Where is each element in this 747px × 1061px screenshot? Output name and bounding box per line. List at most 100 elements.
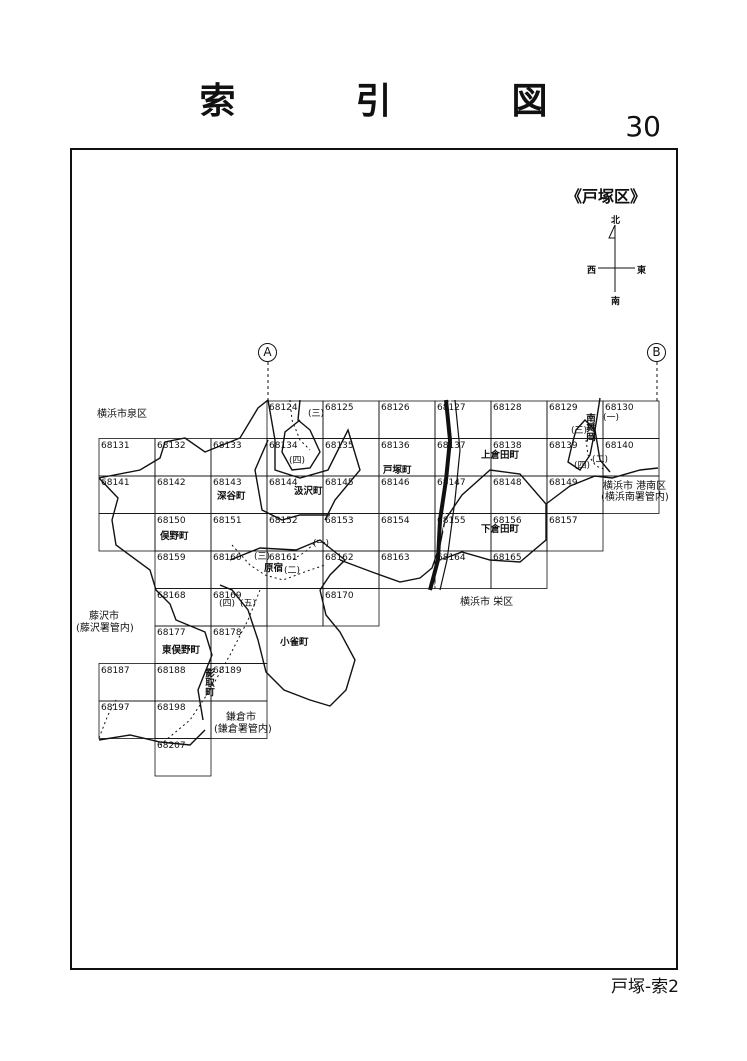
- sheet-label: 68156: [493, 515, 522, 526]
- sheet-label: 68178: [213, 628, 242, 638]
- sheet-label: 68148: [493, 478, 522, 488]
- compass-south-label: 南: [611, 297, 621, 307]
- sheet-label: 68131: [101, 440, 130, 451]
- railway: [428, 399, 461, 591]
- compass-north-label: 北: [611, 216, 621, 226]
- sheet-label: 68132: [157, 440, 186, 451]
- sheet-label: 68145: [325, 478, 354, 488]
- sheet-label: 68140: [605, 440, 634, 451]
- sheet-label: 68160: [213, 553, 242, 563]
- sheet-label: 68133: [213, 440, 242, 451]
- map-frame: [70, 148, 678, 970]
- sheet-cell: [266, 588, 324, 627]
- place-shimokurata: 下倉田町: [481, 524, 520, 535]
- sheet-label: 68164: [437, 553, 466, 563]
- subdivision-two-b: (二): [284, 566, 301, 576]
- sheet-label: 68189: [213, 665, 242, 676]
- page-footer: 戸塚-索2: [611, 977, 679, 997]
- sheet-label: 68126: [381, 403, 410, 413]
- sheet-cell: [490, 550, 548, 589]
- sheet-label: 68135: [325, 440, 354, 451]
- sheet-label: 68130: [605, 403, 634, 413]
- sheet-label: 68138: [493, 440, 522, 451]
- sheet-label: 68141: [101, 478, 130, 488]
- area-sakae: 横浜市 栄区: [460, 597, 514, 608]
- page-title: 索 引 図: [199, 81, 590, 122]
- area-izumi: 横浜市泉区: [97, 409, 147, 420]
- subdivision-three-c: (三): [254, 552, 271, 562]
- subdivision-lines: [98, 399, 607, 746]
- sheet-label: 68127: [437, 403, 466, 413]
- page-number: 30: [625, 110, 661, 143]
- subdivision-four-c: (四): [219, 599, 236, 609]
- sheet-label: 68168: [157, 590, 186, 601]
- sheet-label: 68165: [493, 553, 522, 563]
- sheet-label: 68137: [437, 440, 466, 451]
- subdivision-one-b: (一): [313, 539, 330, 549]
- sheet-label: 68147: [437, 478, 466, 488]
- sheet-label: 68146: [381, 478, 410, 488]
- sheet-cell: [154, 738, 212, 777]
- place-higashimatano: 東俣野町: [162, 645, 201, 656]
- sheet-label: 68197: [101, 703, 130, 713]
- area-fujisawa-line-1: 藤沢市: [89, 611, 119, 622]
- area-konan-line-2: (横浜南署管内): [601, 492, 669, 503]
- place-matano: 俣野町: [160, 531, 189, 542]
- marker-a: A: [258, 343, 277, 362]
- area-kamakura-line-1: 鎌倉市: [226, 712, 256, 723]
- sheet-label: 68128: [493, 403, 522, 413]
- place-kosuzume: 小雀町: [280, 637, 309, 648]
- sheet-label: 68125: [325, 403, 354, 413]
- sheet-label: 68155: [437, 515, 466, 526]
- area-fujisawa-line-2: (藤沢署管内): [76, 623, 134, 634]
- area-konan-line-1: 横浜市 港南区: [603, 481, 667, 492]
- subdivision-five: (五): [240, 599, 257, 609]
- sheet-label: 68139: [549, 440, 578, 451]
- sheet-cell: [602, 475, 660, 514]
- place-kyuzawa: 汲沢町: [294, 486, 323, 497]
- sheet-label: 68150: [157, 515, 186, 526]
- sheet-label: 68207: [157, 740, 186, 751]
- compass-rose: [598, 224, 635, 292]
- subdivision-three-b: (三): [571, 426, 588, 436]
- subdivision-four-a: (四): [289, 456, 306, 466]
- sheet-label: 68161: [269, 553, 298, 563]
- sheet-label: 68149: [549, 478, 578, 488]
- sheet-label: 68159: [157, 553, 186, 563]
- sheet-label: 68163: [381, 553, 410, 563]
- sheet-label: 68187: [101, 665, 130, 676]
- sheet-cell: [98, 513, 156, 552]
- subdivision-four-b: (四): [574, 461, 591, 471]
- sheet-label: 68144: [269, 478, 298, 488]
- sheet-cell: [210, 700, 268, 739]
- compass-east-label: 東: [637, 266, 647, 276]
- sheet-label: 68153: [325, 515, 354, 526]
- area-kamakura-line-2: (鎌倉署管内): [214, 724, 272, 735]
- place-kamikurata: 上倉田町: [481, 450, 520, 461]
- subdivision-three-a: (三): [308, 409, 325, 419]
- sheet-label: 68198: [157, 703, 186, 713]
- sheet-label: 68154: [381, 515, 410, 526]
- place-totsuka: 戸塚町: [383, 465, 412, 476]
- sheet-label: 68142: [157, 478, 186, 488]
- sheet-label: 68152: [269, 515, 298, 526]
- sheet-label: 68143: [213, 478, 242, 488]
- sheet-label: 68129: [549, 403, 578, 413]
- place-harajuku: 原宿: [264, 563, 284, 574]
- subdivision-two-a: (二): [592, 455, 609, 465]
- sheet-label: 68170: [325, 590, 354, 601]
- sheet-label: 68151: [213, 515, 242, 526]
- sheet-label: 68162: [325, 553, 354, 563]
- place-minamimaioka: 南舞岡: [584, 413, 595, 442]
- sheet-cell: [546, 513, 604, 552]
- subdivision-one-a: (一): [603, 413, 620, 423]
- marker-b: B: [647, 343, 666, 362]
- place-kagetori: 影取町: [203, 668, 214, 697]
- ward-label: 《戸塚区》: [566, 187, 647, 206]
- sheet-label: 68169: [213, 590, 242, 601]
- compass-west-label: 西: [587, 266, 597, 276]
- sheet-label: 68177: [157, 628, 186, 638]
- sheet-label: 68124: [269, 403, 298, 413]
- sheet-label: 68134: [269, 440, 298, 451]
